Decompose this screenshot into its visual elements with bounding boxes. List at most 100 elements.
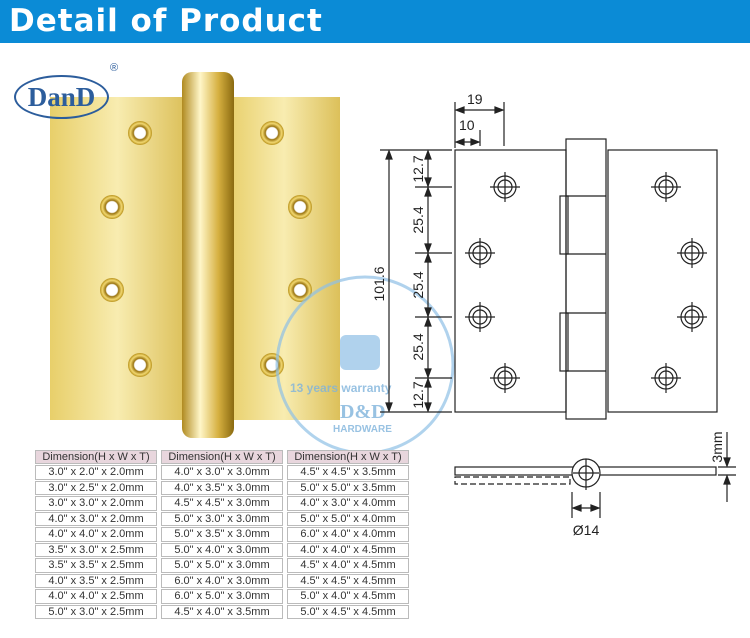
hinge-knuckle — [182, 72, 234, 438]
table-row: 3.0" x 3.0" x 2.0mm — [35, 496, 157, 511]
table-cell: 6.0" x 4.0" x 3.0mm — [161, 573, 283, 588]
table-row: 4.0" x 3.5" x 2.5mm — [35, 573, 157, 588]
table-row: 5.0" x 3.5" x 3.0mm — [161, 527, 283, 542]
hinge-left-leaf — [50, 97, 185, 420]
table-cell: 4.5" x 4.5" x 4.5mm — [287, 573, 409, 588]
table-cell: 4.0" x 4.0" x 2.0mm — [35, 527, 157, 542]
table-cell: 5.0" x 4.0" x 3.0mm — [161, 542, 283, 557]
table-cell: 5.0" x 3.5" x 3.0mm — [161, 527, 283, 542]
table-row: 4.5" x 4.5" x 3.0mm — [161, 496, 283, 511]
table-cell: 3.0" x 3.0" x 2.0mm — [35, 496, 157, 511]
arrowhead — [470, 138, 481, 146]
table-cell: 3.0" x 2.0" x 2.0mm — [35, 465, 157, 480]
arrowhead — [424, 307, 432, 318]
table-row: 5.0" x 4.0" x 4.5mm — [287, 589, 409, 604]
table-row: 4.0" x 4.0" x 2.5mm — [35, 589, 157, 604]
table-header: Dimension(H x W x T) — [287, 450, 409, 464]
dim-width-10: 10 — [459, 117, 475, 133]
watermark-brand: D&D — [340, 401, 386, 423]
table-cell: 4.5" x 4.0" x 4.5mm — [287, 558, 409, 573]
table-row: 3.5" x 3.5" x 2.5mm — [35, 558, 157, 573]
watermark-text: 13 years warranty D&D HARDWARE — [290, 381, 392, 435]
screw-hole-symbol — [651, 363, 681, 393]
table-cell: 4.5" x 4.0" x 3.5mm — [161, 604, 283, 619]
table-row: 3.0" x 2.5" x 2.0mm — [35, 480, 157, 495]
screw-hole-symbol — [465, 238, 495, 268]
brand-logo-text: DanD — [27, 82, 96, 112]
table-cell: 4.0" x 3.0" x 3.0mm — [161, 465, 283, 480]
table-row: 6.0" x 5.0" x 3.0mm — [161, 589, 283, 604]
watermark-warranty: 13 years warranty — [290, 381, 392, 395]
arrowhead — [454, 138, 465, 146]
arrowhead — [424, 252, 432, 263]
table-cell: 5.0" x 3.0" x 2.5mm — [35, 604, 157, 619]
arrowhead — [424, 186, 432, 197]
screw-hole-symbol — [490, 172, 520, 202]
arrowhead — [571, 504, 582, 512]
arrowhead — [385, 149, 393, 160]
technical-drawing — [380, 102, 736, 518]
dim-seg-3: 25.4 — [410, 333, 426, 360]
table-row: 6.0" x 4.0" x 3.0mm — [161, 573, 283, 588]
registered-mark: ® — [110, 62, 119, 74]
screw-hole-symbol — [677, 302, 707, 332]
table-cell: 4.0" x 3.5" x 3.0mm — [161, 480, 283, 495]
table-row: 5.0" x 5.0" x 4.0mm — [287, 511, 409, 526]
table-row: 5.0" x 3.0" x 2.5mm — [35, 604, 157, 619]
table-row: 3.0" x 2.0" x 2.0mm — [35, 465, 157, 480]
table-row: 5.0" x 4.5" x 4.5mm — [287, 604, 409, 619]
table-header: Dimension(H x W x T) — [35, 450, 157, 464]
arrowhead — [385, 402, 393, 413]
table-row: 5.0" x 5.0" x 3.0mm — [161, 558, 283, 573]
table-row: 5.0" x 4.0" x 3.0mm — [161, 542, 283, 557]
page-title: Detail of Product — [9, 3, 323, 39]
arrowhead — [424, 402, 432, 413]
arrowhead — [424, 243, 432, 254]
table-row: 4.0" x 4.0" x 4.5mm — [287, 542, 409, 557]
dim-total-height: 101.6 — [371, 266, 387, 301]
dim-seg-1: 25.4 — [410, 206, 426, 233]
hinge-right-leaf — [228, 97, 340, 420]
table-row: 4.0" x 4.0" x 2.0mm — [35, 527, 157, 542]
table-row: 5.0" x 5.0" x 3.5mm — [287, 480, 409, 495]
table-row: 4.0" x 3.0" x 2.0mm — [35, 511, 157, 526]
table-cell: 5.0" x 5.0" x 3.5mm — [287, 480, 409, 495]
brand-logo: DanD — [14, 75, 109, 119]
dim-seg-top: 12.7 — [410, 155, 426, 182]
table-cell: 6.0" x 4.0" x 4.0mm — [287, 527, 409, 542]
hinge-photo — [50, 72, 340, 438]
table-cell: 3.5" x 3.5" x 2.5mm — [35, 558, 157, 573]
table-cell: 3.5" x 3.0" x 2.5mm — [35, 542, 157, 557]
table-row: 6.0" x 4.0" x 4.0mm — [287, 527, 409, 542]
arrowhead — [723, 474, 731, 485]
arrowhead — [424, 177, 432, 188]
table-row: 4.5" x 4.0" x 3.5mm — [161, 604, 283, 619]
arrowhead — [424, 316, 432, 327]
arrowhead — [590, 504, 601, 512]
table-cell: 4.0" x 3.5" x 2.5mm — [35, 573, 157, 588]
screw-hole-symbol — [465, 302, 495, 332]
table-cell: 4.0" x 3.0" x 2.0mm — [35, 511, 157, 526]
table-cell: 5.0" x 5.0" x 4.0mm — [287, 511, 409, 526]
table-cell: 4.0" x 4.0" x 4.5mm — [287, 542, 409, 557]
dim-knuckle-diameter: Ø14 — [573, 522, 600, 538]
table-header: Dimension(H x W x T) — [161, 450, 283, 464]
table-cell: 3.0" x 2.5" x 2.0mm — [35, 480, 157, 495]
watermark-brand-sub: HARDWARE — [333, 424, 392, 435]
table-row: 4.5" x 4.0" x 4.5mm — [287, 558, 409, 573]
table-row: 4.0" x 3.0" x 4.0mm — [287, 496, 409, 511]
arrowhead — [723, 457, 731, 468]
dimension-labels: 19 10 101.6 12.7 25.4 25.4 25.4 12.7 3mm… — [371, 91, 725, 538]
table-cell: 5.0" x 4.0" x 4.5mm — [287, 589, 409, 604]
table-cell: 4.0" x 4.0" x 2.5mm — [35, 589, 157, 604]
table-row: 5.0" x 3.0" x 3.0mm — [161, 511, 283, 526]
screw-hole-symbol — [651, 172, 681, 202]
table-cell: 4.5" x 4.5" x 3.0mm — [161, 496, 283, 511]
arrowhead — [424, 368, 432, 379]
screw-hole-symbol — [490, 363, 520, 393]
table-row: 4.0" x 3.0" x 3.0mm — [161, 465, 283, 480]
dim-width-19: 19 — [467, 91, 483, 107]
